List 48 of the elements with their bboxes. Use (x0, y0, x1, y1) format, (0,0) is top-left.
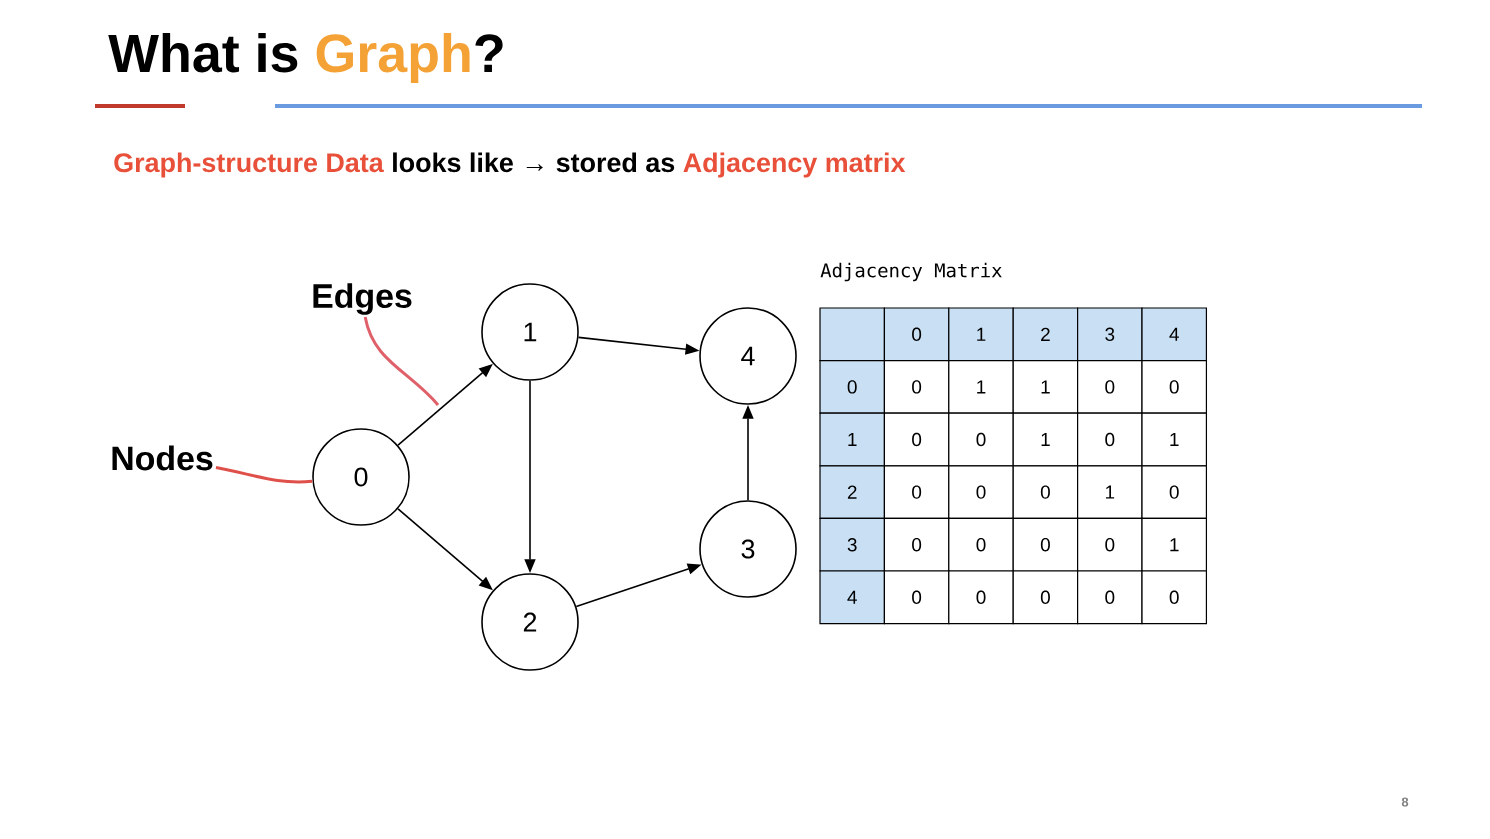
table-cell: 0 (1077, 570, 1143, 625)
table-cell: 3 (819, 517, 885, 572)
table-caption: Adjacency Matrix (820, 262, 1002, 282)
table-cell: 0 (1141, 360, 1207, 414)
table-cell: 0 (1141, 465, 1207, 519)
graph-node: 1 (481, 283, 579, 381)
page-number: 8 (1401, 797, 1409, 807)
table-cell: 0 (883, 307, 950, 362)
table-cell: 0 (1012, 517, 1079, 572)
graph-node: 4 (699, 307, 797, 405)
callout-text: Edges (313, 283, 412, 315)
table-cell: 0 (883, 570, 950, 625)
table-cell: 0 (948, 517, 1014, 572)
table-cell: 1 (948, 360, 1014, 414)
table-cell: 0 (948, 412, 1014, 467)
table-cell: 2 (819, 465, 885, 519)
table-cell: 1 (819, 412, 885, 467)
table-cell: 1 (1012, 412, 1079, 467)
title: What is Graph? (108, 32, 503, 84)
table-cell: 0 (1012, 465, 1079, 519)
table-cell: 0 (819, 360, 885, 414)
table-cell: 0 (883, 360, 950, 414)
table-cell: 0 (1077, 412, 1143, 467)
table-cell: 0 (948, 570, 1014, 625)
table-cell: 0 (1077, 360, 1143, 414)
table-cell: 3 (1077, 307, 1143, 362)
leader-line (215, 466, 313, 484)
table-cell: 0 (883, 517, 950, 572)
table-cell: 1 (1141, 517, 1207, 572)
table-cell: 0 (1077, 517, 1143, 572)
table-cell: 0 (1012, 570, 1079, 625)
table-cell: 4 (819, 570, 885, 625)
table-cell: 0 (948, 465, 1014, 519)
table-cell: 1 (1077, 465, 1143, 519)
graph-node: 2 (481, 573, 579, 671)
leader-line (363, 316, 440, 406)
graph-node: 0 (312, 428, 410, 526)
callout-text: Nodes (112, 445, 213, 471)
table-cell: 1 (1141, 412, 1207, 467)
subtitle: Graph-structure Data looks like → stored as Adjacency matrix (114, 152, 906, 178)
table-cell: 1 (948, 307, 1014, 362)
graph-node: 3 (699, 500, 797, 598)
table-cell: 2 (1012, 307, 1079, 362)
table-cell: 4 (1141, 307, 1207, 362)
table-cell: 0 (1141, 570, 1207, 625)
table-cell: 1 (1012, 360, 1079, 414)
table-cell: 0 (883, 412, 950, 467)
table-cell: 0 (883, 465, 950, 519)
